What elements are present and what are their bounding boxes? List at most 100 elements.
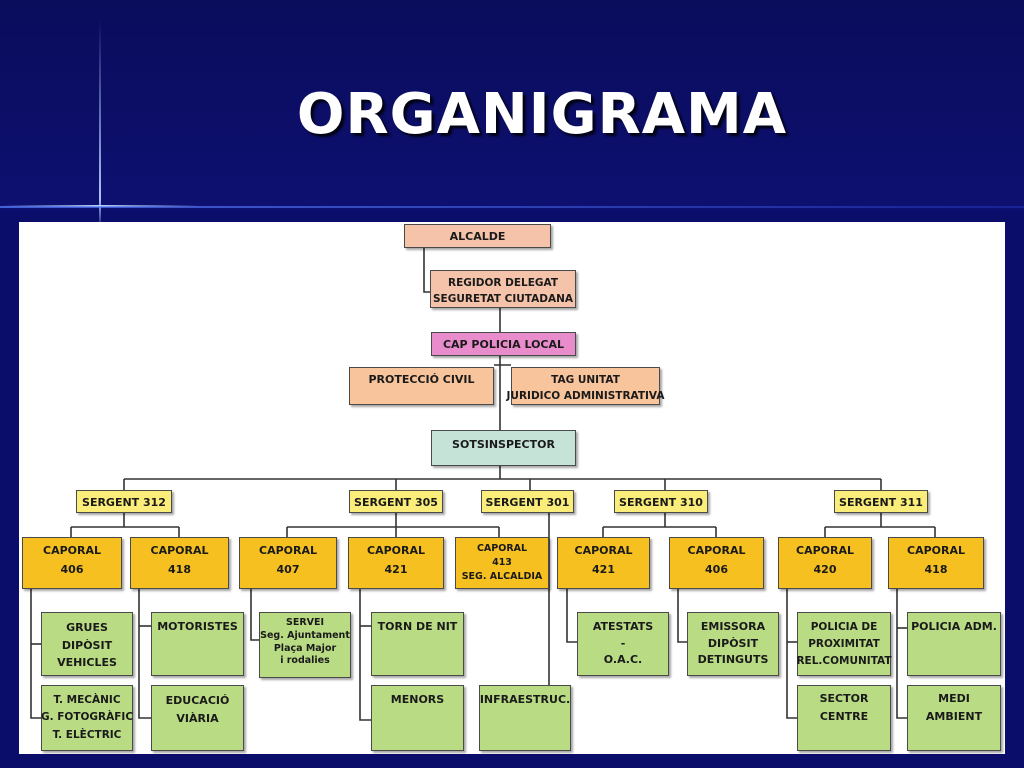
node-label: ATESTATS (592, 620, 654, 633)
node-label: SERGENT 311 (839, 496, 923, 509)
node-label: VIÀRIA (176, 711, 219, 725)
node-label: CAPORAL (907, 544, 965, 557)
node-t-mecanic: T. MECÀNIC G. FOTOGRÀFIC T. ELÈCTRIC (41, 685, 133, 751)
node-caporal-406-b: CAPORAL 406 (669, 537, 764, 589)
node-label: DETINGUTS (697, 653, 769, 666)
node-tag-unitat: TAG UNITAT JURIDICO ADMINISTRATIVA (507, 367, 664, 405)
node-label: 413 (492, 556, 512, 568)
node-label: SOTSINSPECTOR (452, 438, 555, 451)
node-label: GRUES (66, 621, 108, 634)
node-motoristes: MOTORISTES (151, 612, 244, 676)
node-label: INFRAESTRUC. (479, 693, 571, 706)
node-label: 406 (60, 562, 84, 576)
node-label: CAPORAL (150, 544, 209, 557)
node-label: DIPÒSIT (61, 638, 113, 652)
node-sergent-305: SERGENT 305 (349, 490, 443, 513)
node-label: G. FOTOGRÀFIC (40, 711, 134, 724)
node-sergent-311: SERGENT 311 (834, 490, 928, 513)
node-label: POLICIA ADM. (911, 620, 997, 633)
node-label: O.A.C. (603, 653, 643, 666)
node-infraestruc: INFRAESTRUC. (479, 685, 571, 751)
node-label: Seg. Ajuntament (260, 629, 350, 641)
node-caporal-407: CAPORAL 407 (239, 537, 337, 589)
node-label: SEG. ALCALDIA (461, 570, 543, 582)
node-label: JURIDICO ADMINISTRATIVA (506, 390, 665, 403)
node-label: MENORS (390, 693, 445, 706)
node-caporal-413: CAPORAL 413 SEG. ALCALDIA (455, 537, 549, 589)
node-label: CAPORAL (687, 544, 746, 557)
node-policia-adm: POLICIA ADM. (907, 612, 1001, 676)
node-label: CAPORAL (574, 544, 633, 557)
node-label: 407 (276, 562, 300, 576)
node-cap-policia-local: CAP POLICIA LOCAL (431, 332, 576, 356)
node-policia-proximitat: POLICIA DE PROXIMITAT REL.COMUNITAT (796, 612, 892, 676)
node-caporal-421: CAPORAL 421 (348, 537, 444, 589)
node-label: CAPORAL (43, 544, 101, 557)
node-label: TORN DE NIT (377, 620, 458, 633)
node-label: CAP POLICIA LOCAL (442, 338, 565, 351)
node-label: EMISSORA (700, 620, 766, 633)
node-label: MEDI (938, 692, 970, 705)
node-label: SERGENT 310 (619, 496, 703, 509)
node-sector-centre: SECTOR CENTRE (797, 685, 891, 751)
node-label: SERVEI (285, 617, 325, 628)
node-label: 420 (813, 562, 837, 576)
node-menors: MENORS (371, 685, 464, 751)
node-atestats: ATESTATS - O.A.C. (577, 612, 669, 676)
node-label: SERGENT 301 (485, 496, 570, 509)
node-label: CENTRE (819, 709, 869, 723)
node-label: 421 (592, 562, 615, 576)
node-label: - (620, 636, 626, 650)
node-label: REL.COMUNITAT (796, 654, 892, 667)
node-proteccio-civil: PROTECCIÓ CIVIL (349, 367, 494, 405)
node-label: PROTECCIÓ CIVIL (368, 373, 475, 386)
node-label: DIPÒSIT (707, 636, 759, 650)
header-divider (0, 206, 1024, 208)
org-chart-panel: ALCALDE REGIDOR DELEGAT SEGURETAT CIUTAD… (19, 222, 1005, 754)
node-torn-de-nit: TORN DE NIT (371, 612, 464, 676)
node-label: AMBIENT (925, 709, 983, 723)
node-medi-ambient: MEDI AMBIENT (907, 685, 1001, 751)
node-label: ALCALDE (449, 230, 506, 243)
node-label: Plaça Major (273, 642, 337, 654)
node-label: REGIDOR DELEGAT (447, 277, 558, 289)
node-grues: GRUES DIPÒSIT VEHICLES (41, 612, 133, 676)
node-caporal-406: CAPORAL 406 (22, 537, 122, 589)
node-alcalde: ALCALDE (404, 224, 551, 248)
node-sergent-310: SERGENT 310 (614, 490, 708, 513)
node-label: CAPORAL (259, 544, 317, 557)
node-label: 418 (168, 562, 191, 576)
node-label: EDUCACIÓ (165, 694, 230, 707)
node-label: SEGURETAT CIUTADANA (433, 293, 573, 306)
node-label: CAPORAL (796, 544, 854, 557)
node-label: CAPORAL (367, 544, 425, 557)
sparkle-decoration (99, 20, 101, 230)
node-label: i rodalies (280, 655, 330, 667)
node-caporal-421-b: CAPORAL 421 (557, 537, 650, 589)
node-label: T. MECÀNIC (53, 694, 121, 706)
node-label: PROXIMITAT (808, 637, 880, 650)
node-label: CAPORAL (476, 543, 528, 554)
node-label: T. ELÈCTRIC (52, 728, 122, 741)
node-sergent-301: SERGENT 301 (481, 490, 574, 513)
slide-title: ORGANIGRAMA (296, 82, 788, 147)
node-label: 421 (384, 562, 408, 576)
node-caporal-420: CAPORAL 420 (778, 537, 872, 589)
node-educacio-viaria: EDUCACIÓ VIÀRIA (151, 685, 244, 751)
connector-lines (30, 247, 936, 721)
node-label: VEHICLES (57, 656, 117, 670)
node-label: POLICIA DE (810, 621, 878, 633)
node-label: MOTORISTES (157, 620, 238, 633)
node-servei: SERVEI Seg. Ajuntament Plaça Major i rod… (259, 612, 351, 678)
node-label: 406 (705, 562, 728, 576)
node-sotsinspector: SOTSINSPECTOR (431, 430, 576, 466)
node-label: SECTOR (819, 692, 869, 705)
node-sergent-312: SERGENT 312 (76, 490, 172, 513)
node-regidor-delegat: REGIDOR DELEGAT SEGURETAT CIUTADANA (430, 270, 576, 308)
node-emissora: EMISSORA DIPÒSIT DETINGUTS (687, 612, 779, 676)
node-label: TAG UNITAT (551, 374, 620, 386)
node-caporal-418-b: CAPORAL 418 (888, 537, 984, 589)
slide-header: ORGANIGRAMA (0, 0, 1024, 230)
node-label: 418 (924, 562, 948, 576)
node-label: SERGENT 312 (82, 496, 166, 509)
